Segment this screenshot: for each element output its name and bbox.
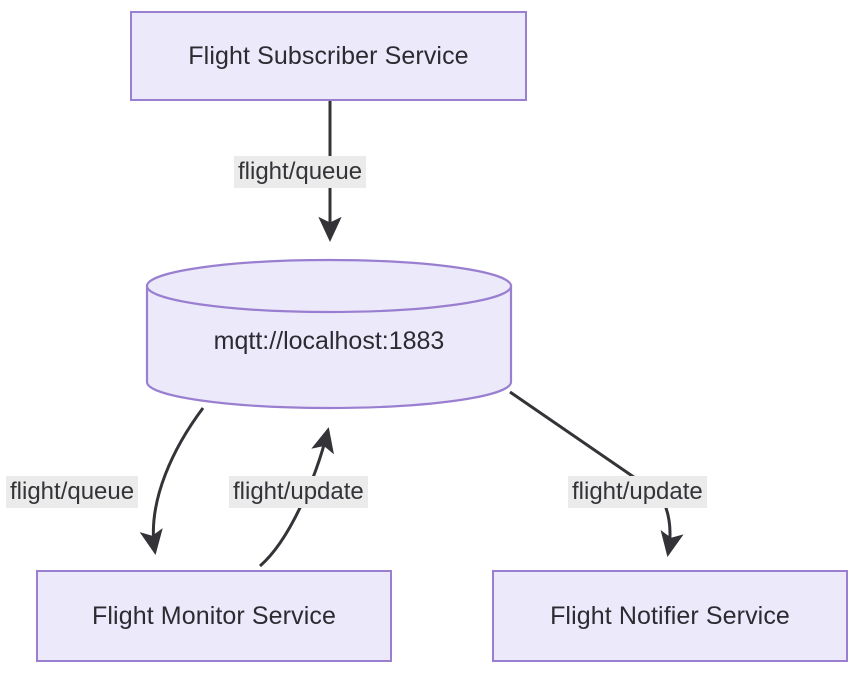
edge-label-broker-to-notifier: flight/update (568, 476, 707, 509)
node-mqtt-broker[interactable]: mqtt://localhost:1883 (145, 258, 513, 410)
cylinder-shape (145, 258, 513, 410)
edge-label-broker-to-monitor: flight/queue (6, 476, 139, 509)
edge-broker-to-monitor (139, 407, 205, 555)
node-label: Flight Monitor Service (92, 601, 336, 630)
node-flight-notifier-service[interactable]: Flight Notifier Service (492, 570, 848, 662)
node-flight-subscriber-service[interactable]: Flight Subscriber Service (130, 11, 527, 101)
node-label: mqtt://localhost:1883 (213, 326, 445, 355)
node-flight-monitor-service[interactable]: Flight Monitor Service (36, 570, 392, 662)
edge-label-monitor-to-broker: flight/update (229, 476, 368, 509)
edge-label-sub-to-broker: flight/queue (234, 156, 367, 189)
node-label: Flight Subscriber Service (188, 41, 469, 70)
node-label: Flight Notifier Service (550, 601, 790, 630)
edge-broker-to-notifier (509, 390, 684, 557)
